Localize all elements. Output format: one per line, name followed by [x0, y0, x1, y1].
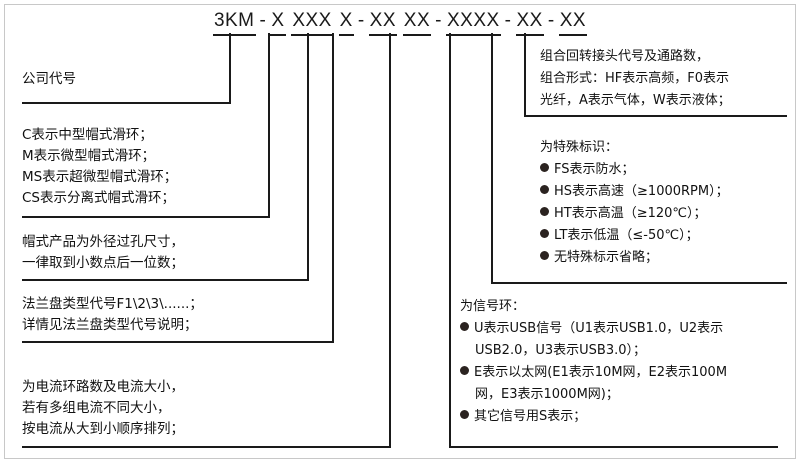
text-line-bulleted: FS表示防水； — [540, 159, 729, 181]
code-segment-current-a: XX — [368, 10, 397, 36]
text-line-bulleted: E表示以太网(E1表示10M网，E2表示100M — [460, 362, 727, 384]
code-segment-type: X — [270, 10, 286, 36]
leader-line-company-vertical — [229, 33, 231, 104]
text-line-bulleted: 其它信号用S表示； — [460, 406, 727, 428]
text-line: FS表示防水； — [554, 162, 635, 177]
bullet-icon — [460, 322, 469, 331]
text-line: 若有多组电流不同大小， — [22, 400, 171, 416]
code-segment-current-b: XX — [402, 10, 432, 36]
product-code-line: 3KM-X XXX X-XX XX-XXXX-XX-XX — [0, 10, 800, 36]
bullet-icon — [540, 229, 549, 238]
leader-line-bore-horizontal — [22, 279, 309, 281]
code-separator: - — [504, 10, 512, 31]
code-segment-special: XX — [558, 10, 588, 36]
leader-line-type-horizontal — [22, 216, 270, 218]
code-segment-signal: XXXX — [445, 10, 501, 36]
text-line: LT表示低温（≤-50℃）； — [554, 228, 699, 243]
code-segment-flange: X — [338, 10, 354, 36]
text-line-bulleted: U表示USB信号（U1表示USB1.0，U2表示 — [460, 318, 727, 340]
text-line: E表示以太网(E1表示10M网，E2表示100M — [474, 365, 728, 380]
text-block-company-code: 公司代号 — [22, 69, 76, 90]
text-line: U表示USB信号（U1表示USB1.0，U2表示 — [474, 321, 724, 336]
text-line-bulleted: 无特殊标示省略； — [540, 247, 729, 269]
leader-line-rotary-vertical — [524, 33, 526, 117]
text-line: 无特殊标示省略； — [554, 250, 659, 265]
text-line: 详情见法兰盘类型代号说明； — [22, 317, 198, 333]
text-line: M表示微型帽式滑环； — [22, 148, 156, 164]
text-block-signal-ring: 为信号环： U表示USB信号（U1表示USB1.0，U2表示 USB2.0，U3… — [460, 296, 727, 428]
text-line: 公司代号 — [22, 71, 76, 87]
bullet-icon — [540, 163, 549, 172]
leader-line-signal-horizontal — [449, 446, 778, 448]
code-separator: - — [547, 10, 555, 31]
text-block-slipring-type: C表示中型帽式滑环； M表示微型帽式滑环； MS表示超微型帽式滑环； CS表示分… — [22, 125, 177, 209]
text-line: HS表示高速（≥1000RPM）； — [554, 184, 729, 199]
code-segment-company: 3KM — [212, 10, 256, 36]
text-line: 其它信号用S表示； — [474, 409, 587, 424]
code-separator: - — [259, 10, 267, 31]
bullet-icon — [540, 207, 549, 216]
text-line: 一律取到小数点后一位数； — [22, 255, 184, 271]
text-line: 组合回转接头代号及通路数， — [540, 49, 710, 64]
leader-line-signal-vertical — [449, 33, 451, 448]
code-separator: - — [435, 10, 442, 31]
text-line: 法兰盘类型代号F1\2\3\......； — [22, 296, 203, 312]
leader-line-current-vertical — [389, 33, 391, 448]
text-line: 按电流从大到小顺序排列； — [22, 421, 184, 437]
text-line: 为电流环路数及电流大小， — [22, 379, 184, 395]
bullet-icon — [460, 410, 469, 419]
text-line: 光纤，A表示气体，W表示液体； — [540, 93, 731, 108]
text-line: 为特殊标识： — [540, 140, 619, 155]
leader-line-current-horizontal — [22, 446, 391, 448]
bullet-icon — [540, 185, 549, 194]
leader-line-rotary-horizontal — [524, 115, 787, 117]
text-line-bulleted: LT表示低温（≤-50℃）； — [540, 225, 729, 247]
leader-line-flange-horizontal — [22, 341, 334, 343]
leader-line-bore-vertical — [307, 33, 309, 281]
code-separator: - — [357, 10, 365, 31]
text-line: HT表示高温（≥120℃）； — [554, 206, 707, 221]
text-line: 为信号环： — [460, 299, 526, 314]
text-block-special-marks: 为特殊标识： FS表示防水； HS表示高速（≥1000RPM）； HT表示高温（… — [540, 137, 729, 269]
text-block-rotary-joint: 组合回转接头代号及通路数， 组合形式：HF表示高频，F0表示 光纤，A表示气体，… — [540, 46, 731, 112]
text-line-bulleted: HT表示高温（≥120℃）； — [540, 203, 729, 225]
leader-line-special-vertical — [491, 33, 493, 284]
text-line: 网，E3表示1000M网)； — [475, 387, 619, 402]
text-block-bore-size: 帽式产品为外径过孔尺寸， 一律取到小数点后一位数； — [22, 232, 184, 274]
leader-line-company-horizontal — [22, 102, 230, 104]
text-line: 帽式产品为外径过孔尺寸， — [22, 234, 184, 250]
leader-line-special-horizontal — [491, 282, 787, 284]
code-segment-bore: XXX — [291, 10, 333, 36]
bullet-icon — [540, 251, 549, 260]
text-line: C表示中型帽式滑环； — [22, 127, 153, 143]
text-line-bulleted: HS表示高速（≥1000RPM）； — [540, 181, 729, 203]
text-line: MS表示超微型帽式滑环； — [22, 169, 178, 185]
text-block-current-circuits: 为电流环路数及电流大小， 若有多组电流不同大小， 按电流从大到小顺序排列； — [22, 377, 184, 440]
text-block-flange-type: 法兰盘类型代号F1\2\3\......； 详情见法兰盘类型代号说明； — [22, 294, 203, 336]
leader-line-type-vertical — [268, 33, 270, 218]
code-segment-rotary-joint: XX — [515, 10, 544, 36]
bullet-icon — [460, 366, 469, 375]
text-line: CS表示分离式帽式滑环； — [22, 190, 175, 206]
text-line: 组合形式：HF表示高频，F0表示 — [540, 71, 730, 86]
leader-line-flange-vertical — [332, 33, 334, 343]
text-line: USB2.0，U3表示USB3.0）； — [475, 343, 647, 358]
